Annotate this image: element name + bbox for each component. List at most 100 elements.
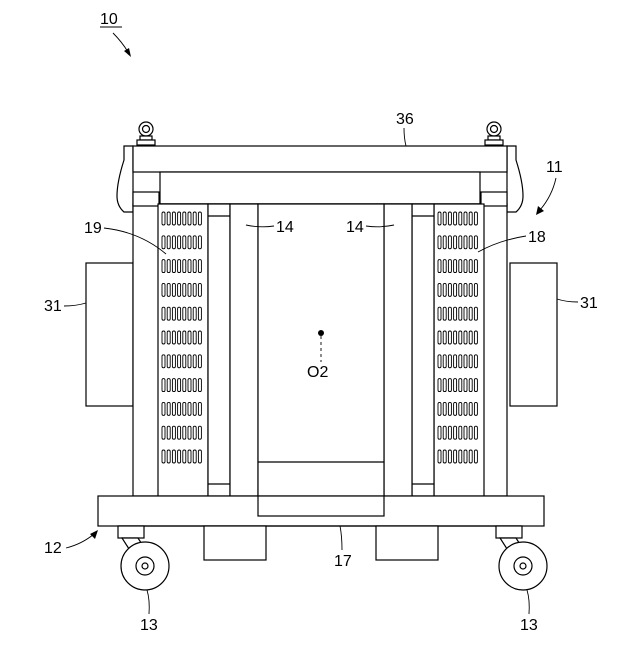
louver-slot-left [193,402,196,415]
louver-slot-left [172,426,175,439]
louver-slot-right [448,355,451,368]
louver-slot-left [167,283,170,296]
louver-slot-left [167,450,170,463]
louver-slot-left [183,426,186,439]
louver-slot-left [193,426,196,439]
side-box-right [510,263,557,406]
label-19: 19 [84,220,102,237]
top-bracket-right [507,146,523,212]
louver-slot-left [167,379,170,392]
louver-slot-left [172,283,175,296]
louver-slot-right [459,331,462,344]
louver-slot-left [198,355,201,368]
label-10-arrow [113,33,128,52]
leader-11 [540,178,556,210]
louver-slot-right [448,402,451,415]
louver-slot-right [443,236,446,249]
louver-slot-right [464,402,467,415]
louver-slot-right [469,331,472,344]
louver-slot-right [459,307,462,320]
louver-slot-left [167,331,170,344]
louver-slot-right [438,426,441,439]
louver-slot-left [183,331,186,344]
louver-slot-right [464,355,467,368]
louver-slot-right [474,260,477,273]
louver-slot-right [454,355,457,368]
label-13-right: 13 [520,617,538,634]
louver-slot-left [178,379,181,392]
louver-slot-right [464,426,467,439]
louver-slot-left [162,307,165,320]
louver-slot-right [469,283,472,296]
louver-slot-left [172,236,175,249]
louver-slot-right [443,212,446,225]
louver-slot-left [193,355,196,368]
louver-slot-left [193,260,196,273]
louver-slot-left [178,212,181,225]
louver-slot-right [474,283,477,296]
louver-slot-left [198,426,201,439]
louver-slot-right [464,379,467,392]
louver-slot-right [454,450,457,463]
louver-slot-right [474,307,477,320]
louver-slot-left [188,355,191,368]
center-point-o2 [318,330,324,336]
louver-slot-right [474,426,477,439]
louver-slot-right [443,450,446,463]
label-13-left: 13 [140,617,158,634]
side-box-left [86,263,133,406]
leader-36 [404,128,406,146]
louver-slot-left [172,260,175,273]
leader-13-right [527,590,529,614]
louver-slot-left [162,331,165,344]
louver-slot-left [198,450,201,463]
louver-slot-right [438,236,441,249]
pillar-left [230,204,258,496]
louver-slot-left [172,212,175,225]
label-14-right: 14 [346,219,364,236]
louver-slot-left [172,402,175,415]
louver-slot-left [183,402,186,415]
louver-slot-right [459,212,462,225]
louver-slot-right [454,402,457,415]
louver-slot-left [193,236,196,249]
louver-slot-left [167,355,170,368]
louver-slot-right [474,212,477,225]
louver-slot-left [188,426,191,439]
louver-slot-left [193,307,196,320]
louver-slot-right [454,379,457,392]
label-12: 12 [44,540,62,557]
louver-slot-right [438,260,441,273]
foot-block-right [376,526,438,560]
louver-slot-right [459,426,462,439]
louver-slot-right [454,307,457,320]
corner-clip-left [133,192,159,206]
louver-slot-left [193,283,196,296]
louver-slot-left [162,236,165,249]
louver-slot-right [469,450,472,463]
louver-slot-right [448,236,451,249]
louver-slot-left [188,236,191,249]
louver-slot-left [183,236,186,249]
louver-slot-right [459,283,462,296]
louver-slot-right [474,402,477,415]
top-beam [133,146,507,172]
louver-slot-left [188,450,191,463]
louver-slot-left [193,379,196,392]
louver-slot-left [193,212,196,225]
louver-slot-right [454,236,457,249]
louver-slot-right [438,307,441,320]
louver-slot-right [443,402,446,415]
label-17: 17 [334,553,352,570]
louver-slot-right [448,283,451,296]
louver-slot-left [162,212,165,225]
louver-slot-left [183,212,186,225]
louver-slot-right [469,426,472,439]
leader-31-right [557,299,578,302]
louver-slot-left [162,450,165,463]
caster-right [496,526,547,590]
louver-slot-left [193,331,196,344]
leader-12 [66,534,94,548]
louver-slot-left [188,331,191,344]
